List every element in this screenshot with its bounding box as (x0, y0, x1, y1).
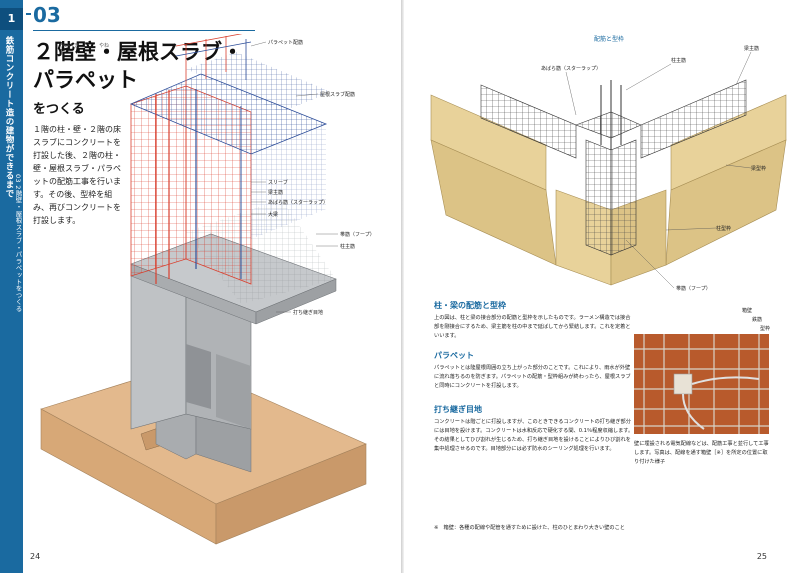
section-body: 上の図は、柱と梁の接合部分の配筋と型枠を示したものです。ラーメン構造では接合部を… (434, 315, 631, 339)
section-column-beam: 柱・梁の配筋と型枠 上の図は、柱と梁の接合部分の配筋と型枠を示したものです。ラー… (434, 300, 634, 341)
right-callouts: あばら筋（スターラップ） 柱主筋 梁主筋 梁型枠 柱型枠 帯筋（フープ） (541, 45, 766, 292)
gutter (401, 0, 404, 573)
page-subtitle: をつくる (33, 102, 85, 117)
section-parapet: パラペット パラペットとは陸屋根周囲の立ち上がった部分のことです。これにより、雨… (434, 350, 634, 391)
label-column-main-bar-right: 柱主筋 (671, 57, 686, 64)
beam-rebar-cage (480, 79, 747, 256)
lead-text: １階の柱・壁・２階の床スラブにコンクリートを打設した後、２階の柱・壁・屋根スラブ… (33, 125, 121, 225)
right-page: 配筋と型枠 (404, 0, 805, 573)
label-hoop: 帯筋（フープ） (340, 231, 375, 238)
beam-formwork-right (665, 94, 787, 266)
page-number-left: 24 (30, 552, 41, 561)
label-stirrup-right: あばら筋（スターラップ） (541, 65, 601, 72)
section-construction-joint: 打ち継ぎ目地 コンクリートは階ごとに打設しますが、このときできるコンクリートの打… (434, 404, 634, 454)
label-parapet-bar: パラペット配筋 (268, 39, 303, 46)
section-heading: パラペット (434, 351, 474, 360)
photo-label-formwork: 型枠 (760, 326, 771, 332)
label-sleeve: スリーブ (268, 179, 288, 186)
column-rebar (155, 89, 242, 284)
label-beam-main-bar: 梁主筋 (268, 189, 283, 196)
section-rule (33, 30, 255, 31)
photo-label-hako: 箱壁 (742, 308, 753, 314)
label-roof-slab-bar: 屋根スラブ配筋 (320, 91, 355, 98)
section-body: パラペットとは陸屋根周囲の立ち上がった部分のことです。これにより、雨水が外壁に流… (434, 365, 631, 389)
construction-illustration: パラペット配筋 屋根スラブ配筋 スリーブ 梁主筋 あばら筋（スターラップ） 大梁… (40, 34, 375, 545)
figure-title: 配筋と型枠 (594, 36, 625, 43)
section-heading: 柱・梁の配筋と型枠 (434, 301, 506, 310)
photo-caption: 壁に埋設される電気配線などは、配筋工事と並行して工事します。写真は、配線を通す箱… (634, 441, 769, 465)
roof-slab-rebar (129, 52, 331, 239)
title-line-1: ２階壁・屋根スラブ・ (33, 40, 243, 64)
label-hoop-right: 帯筋（フープ） (676, 285, 711, 292)
chapter-number: 1 (0, 8, 23, 30)
section-number: 03 (33, 3, 61, 27)
page-title: かいへき やね ２階壁・屋根スラブ・ パラペット (33, 38, 243, 94)
parapet-rebar (175, 34, 252, 86)
page-number-right: 25 (756, 552, 767, 561)
section-body: コンクリートは階ごとに打設しますが、このときできるコンクリートの打ち継ぎ部分には… (434, 419, 634, 452)
footnote: ※ 箱壁：各種の配線や配管を通すために設けた、柱のひとまわり大きい壁のこと (434, 525, 625, 531)
ruby-yane: やね (99, 43, 110, 49)
section-number-dash (26, 13, 31, 15)
label-big-beam: 大梁 (268, 211, 278, 218)
label-column-main-bar: 柱主筋 (340, 243, 355, 250)
rebar-formwork-illustration: あばら筋（スターラップ） 柱主筋 梁主筋 梁型枠 柱型枠 帯筋（フープ） (430, 45, 787, 292)
label-beam-form: 梁型枠 (751, 165, 766, 172)
callouts: パラペット配筋 屋根スラブ配筋 スリーブ 梁主筋 あばら筋（スターラップ） 大梁… (250, 39, 375, 316)
label-beam-main-bar-right: 梁主筋 (744, 45, 759, 52)
site-photo (634, 334, 769, 434)
label-column-form: 柱型枠 (716, 225, 731, 232)
left-page: 1 鉄筋コンクリート造の建物ができるまで 03 2階壁・屋根スラブ・パラペットを… (0, 0, 401, 573)
photo-label-rebar: 鉄筋 (752, 317, 763, 323)
section-heading: 打ち継ぎ目地 (434, 405, 482, 414)
label-stirrup: あばら筋（スターラップ） (268, 199, 328, 206)
label-construction-joint: 打ち継ぎ目地 (293, 309, 323, 316)
side-subtitle: 03 2階壁・屋根スラブ・パラペットをつくる (14, 174, 22, 313)
side-strip: 1 鉄筋コンクリート造の建物ができるまで 03 2階壁・屋根スラブ・パラペットを… (0, 0, 23, 573)
title-line-2: パラペット (33, 68, 138, 92)
ruby-kaiheki: かいへき (59, 43, 80, 49)
side-title: 鉄筋コンクリート造の建物ができるまで (4, 36, 14, 198)
